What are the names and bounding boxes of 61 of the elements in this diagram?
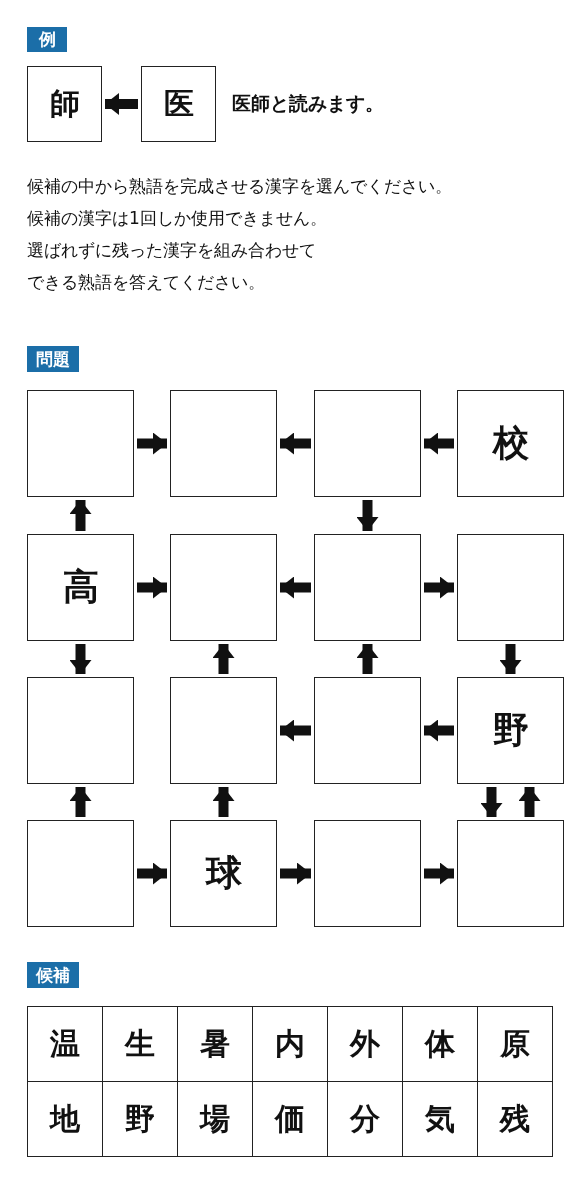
candidate-cell: 内 [252, 1006, 328, 1082]
candidate-cell: 残 [477, 1081, 553, 1157]
arrow [356, 644, 379, 674]
empty-box [170, 390, 277, 497]
candidate-cell: 温 [27, 1006, 103, 1082]
empty-box [457, 820, 564, 927]
instruction-text: 候補の中から熟語を完成させる漢字を選んでください。 [27, 175, 452, 198]
empty-box [314, 390, 421, 497]
candidate-cell: 気 [402, 1081, 478, 1157]
candidate-cell: 分 [327, 1081, 403, 1157]
arrow [424, 862, 454, 885]
arrow [499, 644, 522, 674]
arrow [424, 719, 454, 742]
arrow [480, 787, 503, 817]
example-note: 医師と読みます。 [232, 91, 384, 116]
empty-box [170, 677, 277, 784]
kanji-box: 校 [457, 390, 564, 497]
section-badge: 問題 [27, 346, 79, 372]
kanji-box: 球 [170, 820, 277, 927]
arrow [69, 787, 92, 817]
candidate-cell: 生 [102, 1006, 178, 1082]
kanji-box: 師 [27, 66, 102, 142]
arrow [69, 644, 92, 674]
arrow [356, 500, 379, 531]
candidate-cell: 外 [327, 1006, 403, 1082]
arrow [137, 432, 167, 455]
arrow [212, 787, 235, 817]
arrow [105, 93, 138, 115]
kanji-box: 野 [457, 677, 564, 784]
arrow [280, 719, 311, 742]
instruction-text: 選ばれずに残った漢字を組み合わせてできる熟語を答えてください。 [27, 239, 317, 294]
empty-box [314, 534, 421, 641]
empty-box [314, 677, 421, 784]
arrow [424, 432, 454, 455]
arrow [518, 787, 541, 817]
candidate-cell: 暑 [177, 1006, 253, 1082]
kanji-box: 高 [27, 534, 134, 641]
candidate-cell: 体 [402, 1006, 478, 1082]
arrow [280, 432, 311, 455]
empty-box [27, 820, 134, 927]
arrow [69, 500, 92, 531]
instruction-text: 候補の漢字は1回しか使用できません。 [27, 207, 327, 230]
kanji-box: 医 [141, 66, 216, 142]
candidate-cell: 価 [252, 1081, 328, 1157]
empty-box [27, 677, 134, 784]
empty-box [314, 820, 421, 927]
arrow [280, 862, 311, 885]
arrow [137, 576, 167, 599]
candidate-cell: 地 [27, 1081, 103, 1157]
arrow [424, 576, 454, 599]
section-badge: 例 [27, 27, 67, 52]
candidate-cell: 場 [177, 1081, 253, 1157]
empty-box [457, 534, 564, 641]
candidate-cell: 原 [477, 1006, 553, 1082]
arrow [137, 862, 167, 885]
candidate-cell: 野 [102, 1081, 178, 1157]
arrow [280, 576, 311, 599]
arrow [212, 644, 235, 674]
empty-box [170, 534, 277, 641]
empty-box [27, 390, 134, 497]
section-badge: 候補 [27, 962, 79, 988]
